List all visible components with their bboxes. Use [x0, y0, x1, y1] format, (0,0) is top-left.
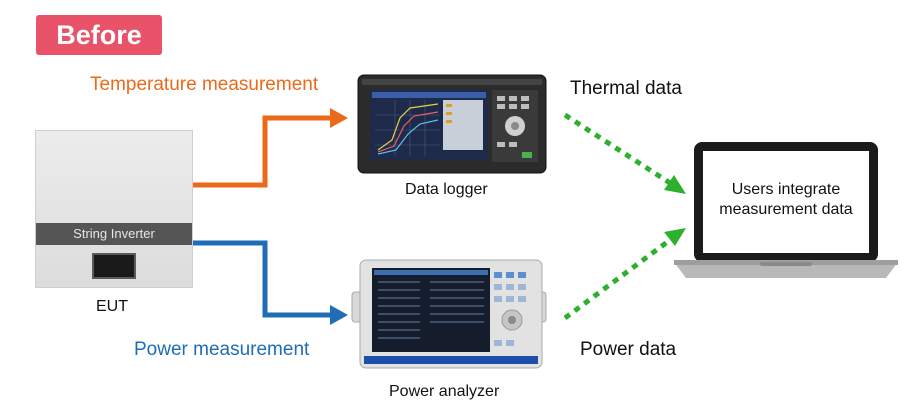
temperature-arrow — [193, 108, 348, 188]
thermal-data-arrow — [563, 112, 686, 194]
string-inverter: String Inverter — [35, 130, 193, 288]
power-data-label: Power data — [580, 339, 677, 360]
thermal-data-label: Thermal data — [570, 78, 682, 99]
power-measurement-label: Power measurement — [134, 339, 310, 360]
data-logger-caption: Data logger — [405, 181, 488, 198]
power-analyzer-caption: Power analyzer — [389, 383, 500, 400]
eut-caption: EUT — [96, 298, 128, 315]
inverter-label: String Inverter — [36, 223, 192, 245]
temperature-measurement-label: Temperature measurement — [90, 74, 319, 95]
power-data-arrow — [563, 228, 686, 321]
before-badge: Before — [36, 15, 162, 55]
laptop-screen-text: Users integrate measurement data — [719, 181, 853, 218]
data-logger-device — [357, 74, 547, 174]
power-analyzer-device — [351, 259, 547, 369]
laptop — [674, 142, 898, 278]
inverter-display — [92, 253, 136, 279]
power-arrow — [193, 240, 348, 325]
